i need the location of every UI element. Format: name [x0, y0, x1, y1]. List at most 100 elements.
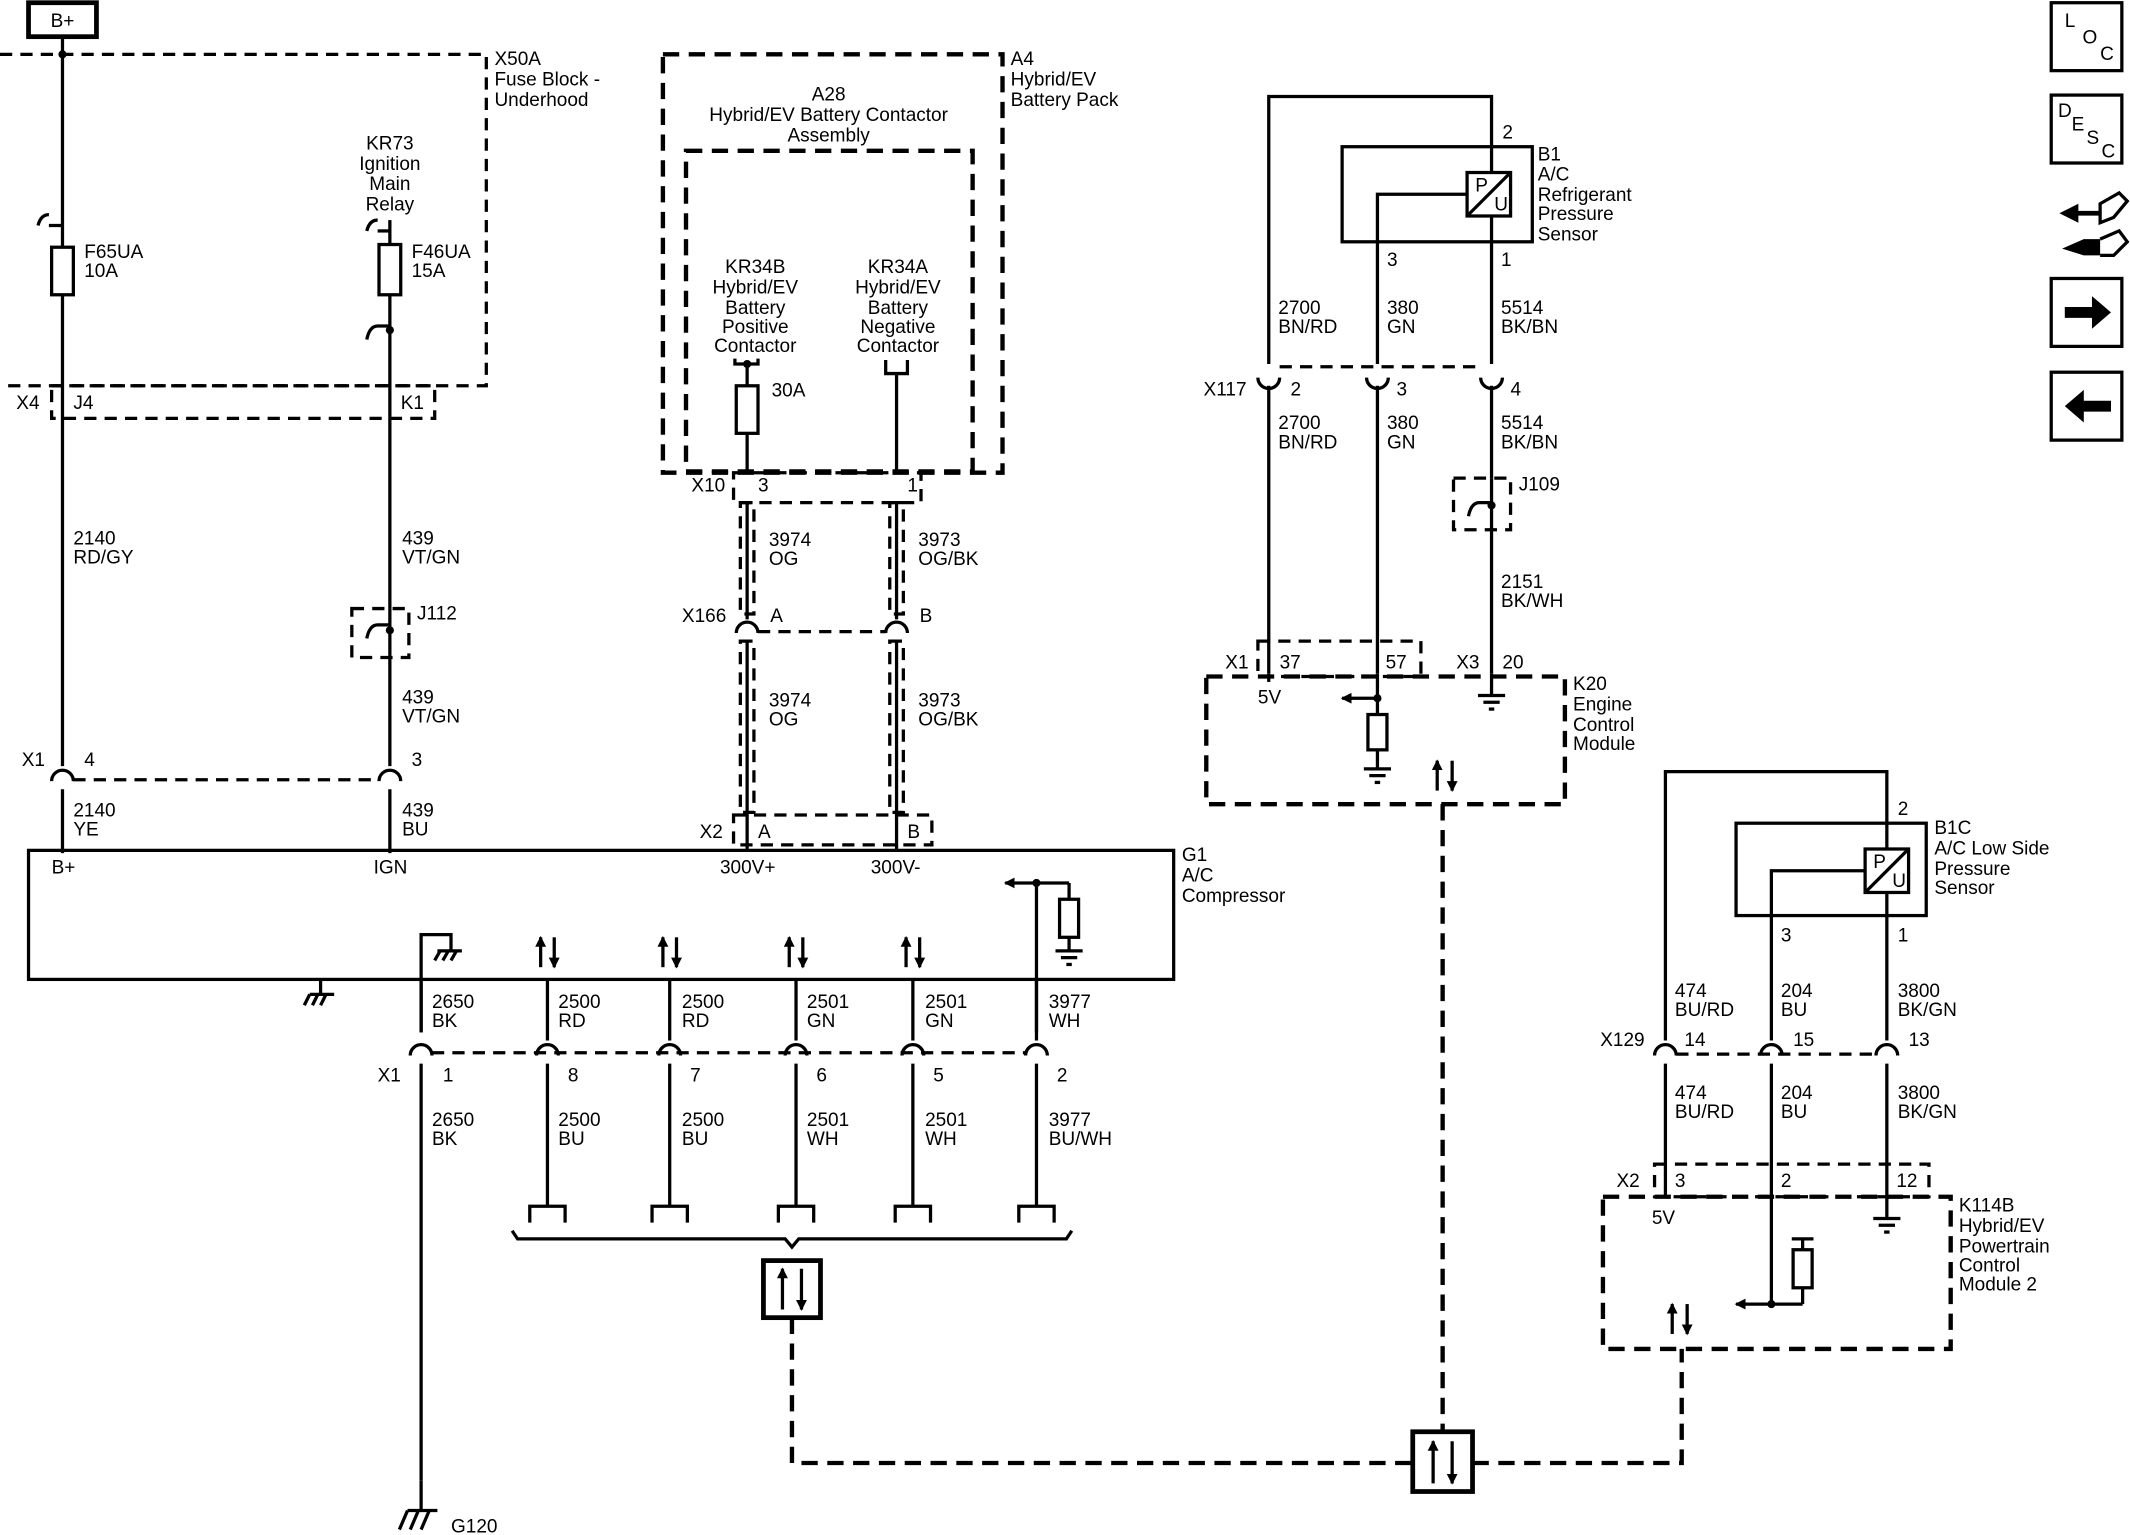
wire-2140-lower-circuit: 2140 [73, 800, 115, 821]
connector-view-button[interactable] [2059, 190, 2130, 258]
wire-2501-a-lower-color: WH [807, 1129, 839, 1150]
connector-x10-pin-b: 1 [907, 476, 918, 497]
fuse-30a-icon [734, 384, 760, 435]
wire-204-lower-circuit: 204 [1781, 1083, 1813, 1104]
compressor-pin-bplus: B+ [52, 857, 76, 878]
fuse-block-desc-1: Fuse Block - [494, 70, 600, 91]
module-k20: X1 37 57 X3 20 5V K20 Engine Control Mod… [1204, 639, 1635, 807]
wire-2700-lower-color: BN/RD [1278, 432, 1337, 453]
sensor-b1c-line-3: Sensor [1934, 878, 1995, 899]
wire-2500-b-upper-color: RD [682, 1011, 709, 1032]
relay-kr73-line-1: Ignition [359, 154, 420, 175]
splice-j112-label: J112 [417, 603, 457, 624]
location-button[interactable]: L O C [2049, 1, 2124, 73]
fuse-block-x50a: X50A Fuse Block - Underhood KR73 Ignitio… [0, 49, 600, 388]
sensor-b1-pin-1: 1 [1501, 250, 1512, 271]
wire-2501-a-upper-color: GN [807, 1011, 836, 1032]
desc-letter-c: C [2101, 142, 2115, 163]
connector-x1-pin-3-icon [377, 768, 403, 782]
wire-2140-upper-circuit: 2140 [73, 529, 115, 550]
wire-380-lower-circuit: 380 [1387, 413, 1419, 434]
compressor-pin-ign: IGN [374, 857, 408, 878]
contactor-assembly-line-1: Hybrid/EV Battery Contactor [709, 105, 948, 126]
connector-x10-pin-a: 3 [758, 476, 769, 497]
k114b-pin-3: 3 [1675, 1171, 1686, 1192]
fuse-f65ua-rating: 10A [84, 261, 118, 282]
sensor-b1c: P U 2 3 1 B1C A/C Low Side Pressure Sens… [1663, 769, 2050, 1041]
battery-pack-a4: A4 Hybrid/EV Battery Pack A28 Hybrid/EV … [660, 49, 1119, 475]
battery-pack-line-2: Battery Pack [1011, 90, 1119, 111]
compressor-g1: G1 A/C Compressor B+ IGN 300V+ 300V- [26, 845, 1286, 1033]
connector-x4-pin-a: J4 [73, 393, 94, 414]
wire-3973-lower-color: OG/BK [918, 709, 979, 730]
wire-2650-upper-color: BK [432, 1011, 458, 1032]
connector-x1-bottom-pin-7: 7 [690, 1065, 701, 1086]
k20-resistor-icon [1366, 712, 1389, 752]
sensor-b1-line-3: Pressure [1538, 204, 1614, 225]
connector-x117-pin-3: 3 [1396, 379, 1407, 400]
circuit-439: F46UA 15A 439 VT/GN J112 439 VT/GN 439 B… [350, 218, 471, 854]
wire-2151-color: BK/WH [1501, 591, 1563, 612]
sensor-b1c-pin-3: 3 [1781, 925, 1792, 946]
wire-3977-lower-circuit: 3977 [1049, 1110, 1091, 1131]
wire-474-lower-circuit: 474 [1675, 1083, 1707, 1104]
wire-439-mid-circuit: 439 [402, 688, 434, 709]
wire-2501-b-lower-color: WH [925, 1129, 957, 1150]
contactor-assembly-line-2: Assembly [787, 125, 870, 146]
wire-2500-b-upper-circuit: 2500 [682, 992, 724, 1013]
wire-204-lower-color: BU [1781, 1102, 1807, 1123]
wire-2500-b-lower-color: BU [682, 1129, 708, 1150]
sensor-b1c-id: B1C [1934, 818, 1971, 839]
k20-pin-37: 37 [1280, 652, 1301, 673]
connector-x2-id: X2 [700, 822, 723, 843]
wire-2151-circuit: 2151 [1501, 572, 1543, 593]
connector-x2-pin-a: A [758, 822, 771, 843]
connector-x117: X117 2 3 4 2700 BN/RD 380 GN 5514 BK/BN [1204, 365, 1558, 674]
previous-page-button[interactable] [2049, 370, 2124, 442]
wire-439-lower-color: BU [402, 819, 428, 840]
wire-380-upper-color: GN [1387, 317, 1416, 338]
connector-x4: X4 J4 K1 [16, 384, 437, 421]
connector-x117-pin-4: 4 [1511, 379, 1522, 400]
k114b-line-2: Powertrain [1959, 1236, 2050, 1257]
wire-439-upper-color: VT/GN [402, 548, 460, 569]
next-page-button[interactable] [2049, 276, 2124, 349]
sensor-b1-line-2: Refrigerant [1538, 185, 1633, 206]
connector-x1-bottom-pin-1: 1 [443, 1065, 454, 1086]
contactor-assembly-id: A28 [812, 85, 846, 106]
connector-x129-pin-14: 14 [1684, 1030, 1706, 1051]
connector-x166-pin-a-icon [734, 620, 760, 634]
compressor-pin-300v-pos: 300V+ [720, 857, 775, 878]
connector-x129-id: X129 [1600, 1030, 1644, 1051]
sensor-b1c-pin-1: 1 [1898, 925, 1909, 946]
fuse-block-id: X50A [494, 49, 541, 70]
transducer-p-label: P [1475, 176, 1488, 197]
fuse-f46ua-id: F46UA [412, 242, 471, 263]
serial-data-network [789, 804, 1684, 1494]
desc-letter-s: S [2087, 128, 2100, 149]
wire-3977-upper-color: WH [1049, 1011, 1081, 1032]
wire-2650-upper-circuit: 2650 [432, 992, 474, 1013]
bplus-label: B+ [51, 11, 75, 32]
wire-380-upper-circuit: 380 [1387, 298, 1419, 319]
circuit-2140: F65UA 10A 2140 RD/GY 2140 YE [36, 54, 144, 854]
wire-3974-lower-color: OG [769, 709, 799, 730]
wire-2700-upper-color: BN/RD [1278, 317, 1337, 338]
splice-j112-box [350, 606, 411, 660]
contactor-kr34b-line-1: Hybrid/EV [713, 277, 799, 298]
chassis-ground-icon [302, 979, 335, 1006]
wire-2140-lower-color: YE [73, 819, 98, 840]
wire-439-mid-color: VT/GN [402, 707, 460, 728]
relay-kr73-line-2: Main [369, 174, 410, 195]
desc-letter-d: D [2058, 101, 2072, 122]
k20-line-1: Engine [1573, 694, 1632, 715]
sensor-b1-id: B1 [1538, 144, 1561, 165]
connector-x129: X129 14 15 13 474 BU/RD 204 BU 3800 BK/G… [1600, 1030, 1957, 1305]
wire-3973-lower-circuit: 3973 [918, 690, 960, 711]
connector-x1-left: X1 4 3 [22, 750, 422, 782]
description-button[interactable]: D E S C [2049, 93, 2124, 165]
connector-x166-pin-b-icon [884, 620, 910, 634]
connector-x1-bottom-pin-8: 8 [568, 1065, 579, 1086]
contactor-kr34b-id: KR34B [725, 257, 785, 278]
